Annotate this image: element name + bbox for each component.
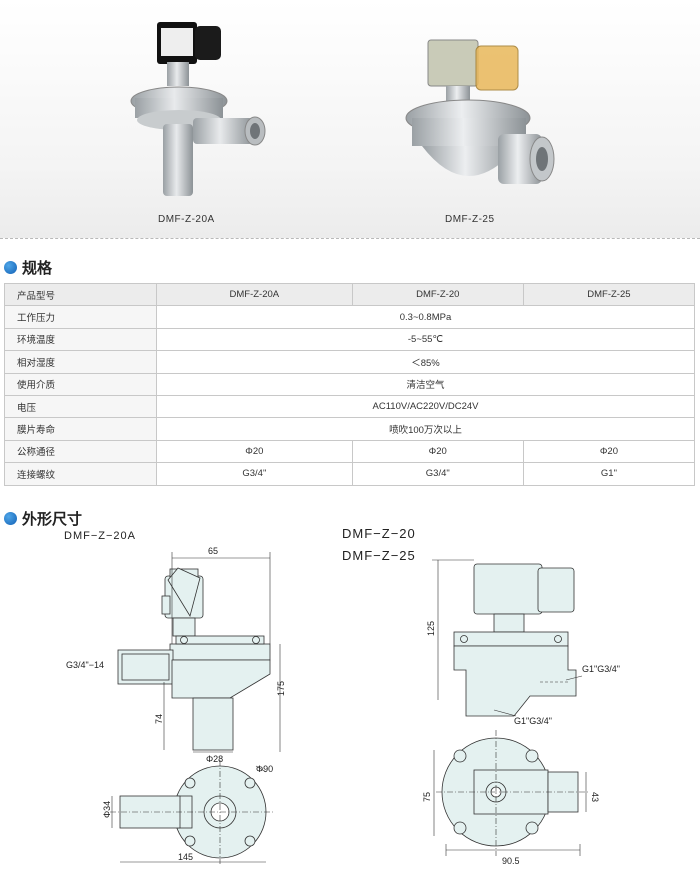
row-value: 清洁空气: [156, 372, 695, 396]
product-caption: DMF-Z-25: [445, 214, 495, 225]
table-row: 膜片寿命 喷吹100万次以上: [4, 417, 695, 441]
thread-label: G1"G3/4": [582, 664, 620, 674]
row-value: G3/4": [351, 462, 524, 486]
right-model-label: DMF−Z−25: [342, 548, 416, 563]
table-header-row: 产品型号 DMF-Z-20A DMF-Z-20 DMF-Z-25: [4, 282, 696, 307]
product-photo-dmf-z-20a: [115, 6, 305, 206]
row-value: -5~55℃: [156, 327, 695, 352]
table-row: 工作压力 0.3~0.8MPa: [4, 305, 695, 329]
dim-phi90-label: Φ90: [256, 764, 273, 774]
spec-table: 产品型号 DMF-Z-20A DMF-Z-20 DMF-Z-25 工作压力 0.…: [4, 282, 696, 486]
table-row: 连接螺纹 G3/4" G3/4" G1": [4, 462, 696, 486]
row-value: ＜85%: [156, 350, 695, 374]
dimension-section-heading: 外形尺寸: [4, 508, 82, 529]
row-value: Φ20: [156, 439, 353, 464]
table-row: 相对湿度 ＜85%: [4, 350, 695, 374]
row-value: Φ20: [522, 439, 696, 464]
row-value: AC110V/AC220V/DC24V: [156, 394, 695, 419]
row-value: Φ20: [351, 439, 524, 464]
dim-90-5-label: 90.5: [502, 856, 520, 866]
thread-label: G1"G3/4": [514, 716, 552, 726]
row-value: 喷吹100万次以上: [156, 417, 695, 441]
table-header-cell: DMF-Z-25: [522, 282, 696, 307]
product-photo-dmf-z-25: [398, 6, 568, 206]
dim-125-label: 125: [426, 621, 436, 636]
left-model-label: DMF−Z−20A: [64, 530, 136, 542]
dim-phi28-label: Φ28: [206, 754, 223, 764]
row-value: G1": [522, 462, 696, 486]
table-row: 公称通径 Φ20 Φ20 Φ20: [4, 439, 696, 464]
dmf-z-25-drawing: 125 G1"G3/4" G1"G3/4" 75 43 90.5: [422, 559, 620, 866]
table-header-cell: DMF-Z-20A: [156, 282, 353, 307]
bullet-icon: [4, 512, 17, 525]
row-label: 连接螺纹: [4, 462, 157, 486]
table-row: 环境温度 -5~55℃: [4, 327, 695, 352]
dmf-z-20a-drawing: 65 G3/4"−14 175 74 Φ28 Φ90 Φ34 145: [66, 546, 286, 864]
section-title: 规格: [22, 260, 53, 277]
table-header-cell: DMF-Z-20: [351, 282, 524, 307]
dim-145-label: 145: [178, 852, 193, 862]
row-label: 膜片寿命: [4, 417, 157, 441]
dim-75-label: 75: [422, 792, 432, 802]
dim-65-label: 65: [208, 546, 218, 556]
row-label: 相对湿度: [4, 350, 157, 374]
divider: [0, 238, 700, 239]
dim-74-label: 74: [154, 714, 164, 724]
thread-label: G3/4"−14: [66, 660, 104, 670]
table-header-cell: 产品型号: [4, 282, 157, 307]
row-label: 工作压力: [4, 305, 157, 329]
section-title: 外形尺寸: [22, 511, 83, 528]
product-caption: DMF-Z-20A: [158, 214, 215, 225]
row-label: 公称通径: [4, 439, 157, 464]
row-value: G3/4": [156, 462, 353, 486]
spec-section-heading: 规格: [4, 257, 52, 278]
product-photo-band: [0, 0, 700, 238]
row-label: 电压: [4, 394, 157, 419]
row-label: 环境温度: [4, 327, 157, 352]
table-row: 使用介质 清洁空气: [4, 372, 695, 396]
row-value: 0.3~0.8MPa: [156, 305, 695, 329]
right-model-label: DMF−Z−20: [342, 526, 416, 541]
dim-phi34-label: Φ34: [102, 801, 112, 818]
table-row: 电压 AC110V/AC220V/DC24V: [4, 394, 695, 419]
row-label: 使用介质: [4, 372, 157, 396]
dim-43-label: 43: [590, 792, 600, 802]
dim-175-label: 175: [276, 681, 286, 696]
bullet-icon: [4, 261, 17, 274]
